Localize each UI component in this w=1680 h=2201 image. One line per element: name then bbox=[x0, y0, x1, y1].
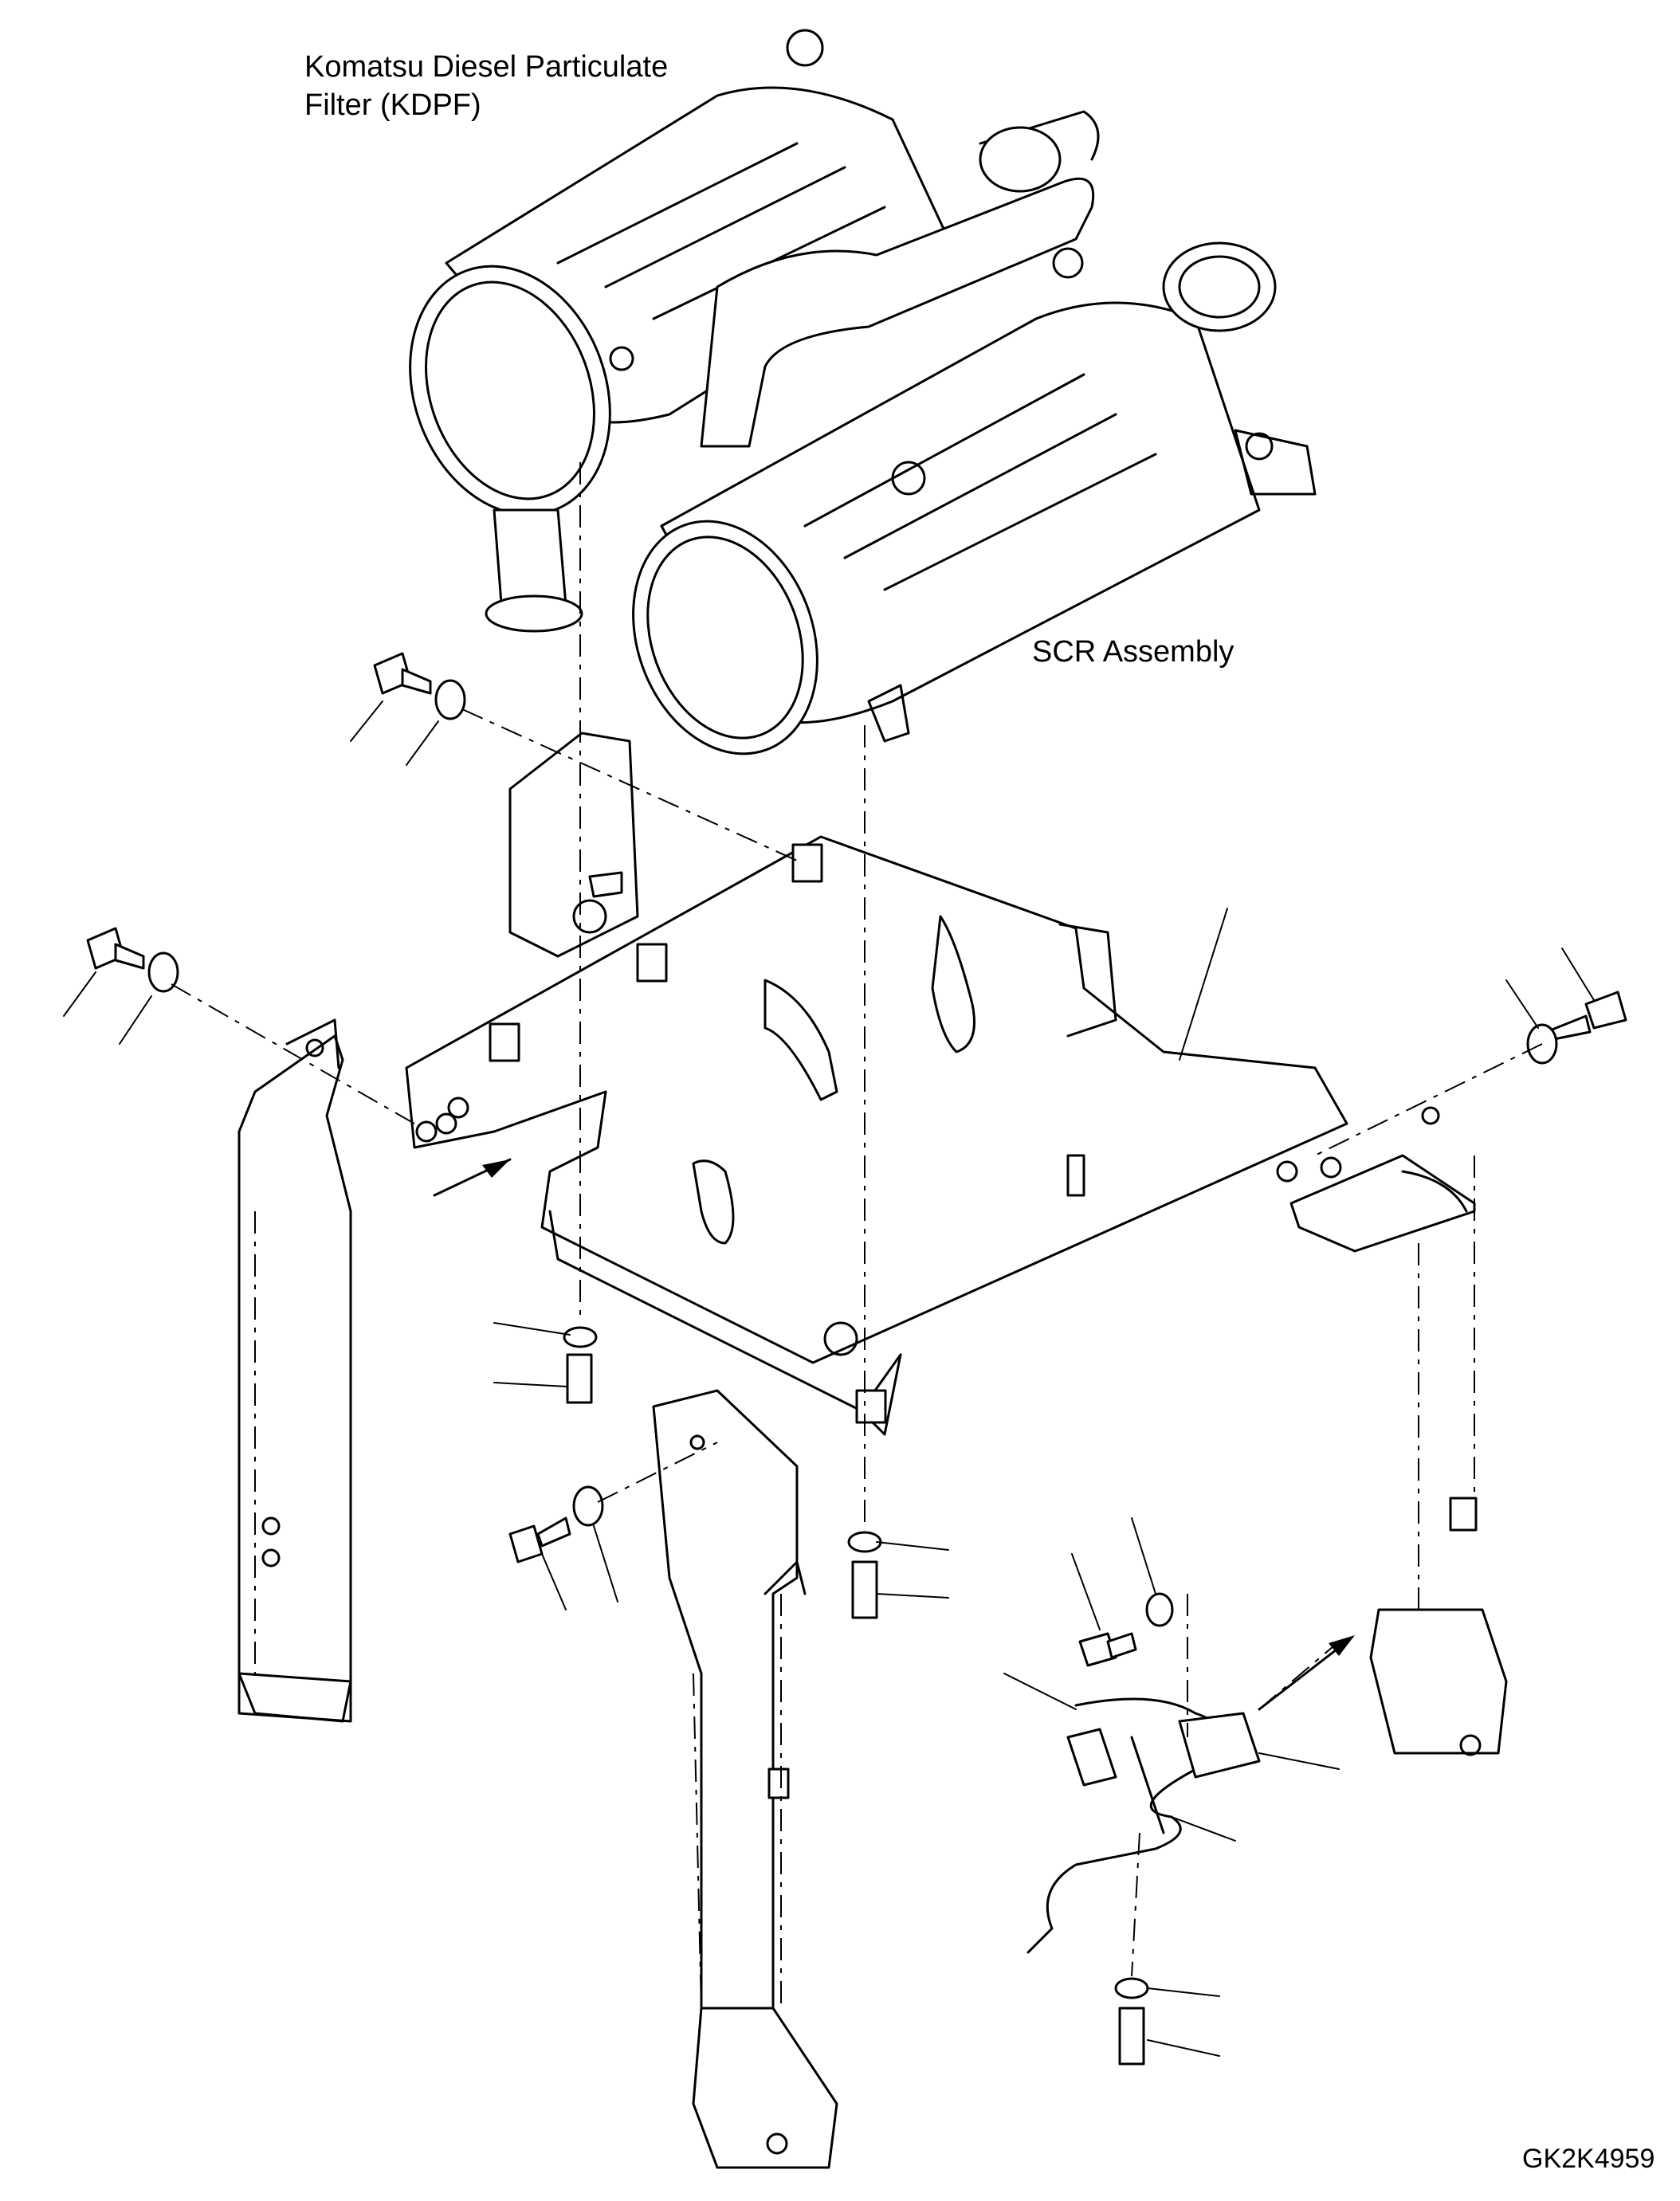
sensor-harness bbox=[1026, 1697, 1261, 1954]
figure-reference-code: GK2K4959 bbox=[1522, 2144, 1655, 2174]
center-leg bbox=[652, 1389, 838, 2169]
connecting-pipe bbox=[700, 110, 1100, 448]
kdpf-label-line1: Komatsu Diesel Particulate bbox=[304, 50, 669, 84]
kdpf-unit bbox=[409, 29, 950, 633]
right-leg bbox=[1289, 1106, 1508, 1756]
alignment-lines bbox=[171, 462, 1543, 2009]
scr-assembly-label: SCR Assembly bbox=[1032, 635, 1234, 669]
mounting-plate bbox=[405, 835, 1348, 1436]
small-bracket bbox=[508, 732, 639, 958]
scr-unit bbox=[632, 241, 1317, 755]
direction-arrows bbox=[433, 1158, 1355, 1711]
leader-lines bbox=[63, 700, 1595, 2057]
kdpf-label-line2: Filter (KDPF) bbox=[304, 88, 481, 122]
